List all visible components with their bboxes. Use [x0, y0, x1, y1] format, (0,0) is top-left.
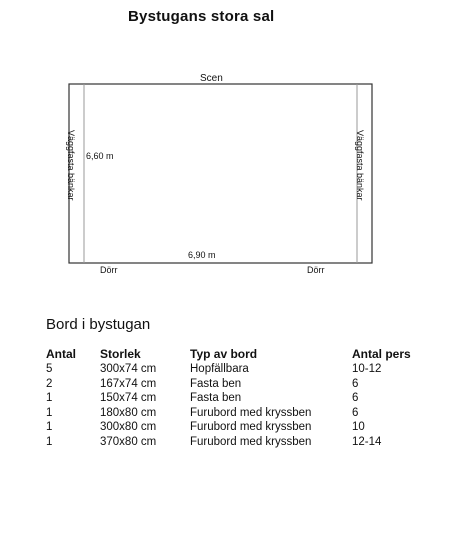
row-type: Fasta ben — [190, 377, 242, 390]
row-persons: 10 — [352, 421, 365, 433]
row-persons: 6 — [352, 406, 359, 419]
row-type: Furubord med kryssben — [190, 406, 312, 419]
floor-plan: Scen 6,60 m 6,90 m Dörr Dörr Väggfasta b… — [66, 73, 373, 275]
row-size: 150x74 cm — [100, 392, 157, 404]
row-type: Furubord med kryssben — [190, 435, 312, 448]
column-header-count: Antal — [46, 347, 76, 361]
bench-right-label: Väggfasta bänkar — [355, 130, 365, 201]
row-size: 167x74 cm — [100, 377, 157, 390]
row-size: 180x80 cm — [100, 406, 157, 419]
row-count: 2 — [46, 377, 53, 390]
row-count: 1 — [46, 421, 53, 433]
height-dimension-label: 6,60 m — [86, 151, 114, 161]
row-size: 370x80 cm — [100, 435, 157, 448]
floor-plan-drawing — [68, 83, 373, 264]
column-header-type: Typ av bord — [190, 347, 258, 361]
row-type: Hopfällbara — [190, 363, 249, 375]
row-persons: 6 — [352, 377, 359, 390]
bench-left-label: Väggfasta bänkar — [66, 130, 76, 201]
row-count: 1 — [46, 392, 53, 404]
stage-label: Scen — [200, 73, 223, 84]
row-persons: 6 — [352, 392, 359, 404]
row-persons: 10-12 — [352, 363, 382, 375]
column-header-persons: Antal pers — [352, 347, 411, 361]
row-size: 300x80 cm — [100, 421, 157, 433]
row-type: Fasta ben — [190, 392, 242, 404]
row-count: 5 — [46, 363, 53, 375]
page-title: Bystugans stora sal — [128, 8, 275, 25]
tables-heading: Bord i bystugan — [46, 316, 151, 333]
row-count: 1 — [46, 406, 53, 419]
door-right-label: Dörr — [307, 265, 325, 275]
row-persons: 12-14 — [352, 435, 382, 448]
width-dimension-label: 6,90 m — [188, 250, 216, 260]
row-size: 300x74 cm — [100, 363, 157, 375]
row-count: 1 — [46, 435, 53, 448]
door-left-label: Dörr — [100, 265, 118, 275]
room-outline — [68, 83, 373, 264]
row-type: Furubord med kryssben — [190, 421, 312, 433]
column-header-size: Storlek — [100, 347, 141, 361]
